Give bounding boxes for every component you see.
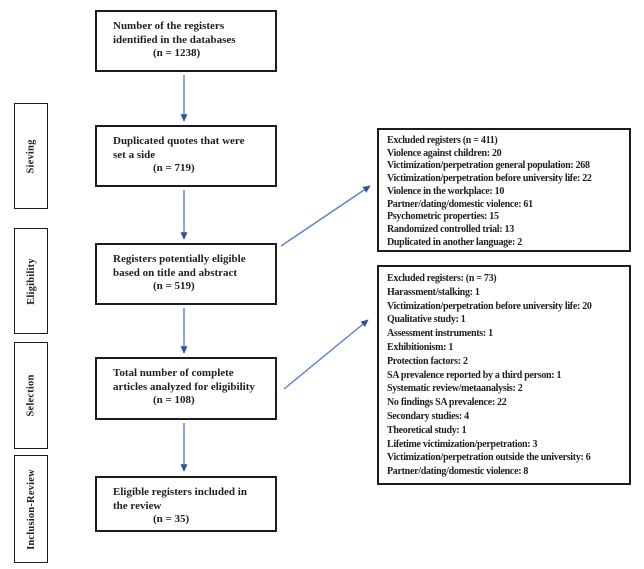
stage-label-sieving: Sieving bbox=[25, 138, 37, 174]
arrow-to-excluded-73 bbox=[283, 319, 369, 390]
stage-label-inclusion-review: Inclusion-Review bbox=[25, 468, 37, 550]
exclusion-item: Victimization/perpetration outside the u… bbox=[387, 452, 591, 464]
excluded-box-73: Excluded registers: (n = 73) Harassment/… bbox=[377, 265, 631, 485]
exclusion-item: Randomized controlled trial: 13 bbox=[387, 223, 514, 235]
excluded-box-411: Excluded registers (n = 411) Violence ag… bbox=[377, 128, 631, 252]
flow-box-included-count: (n = 35) bbox=[153, 513, 190, 525]
stage-label-selection: Selection bbox=[25, 374, 37, 417]
flow-box-full-text-count: (n = 108) bbox=[153, 394, 195, 406]
exclusion-item: Partner/dating/domestic violence: 61 bbox=[387, 198, 533, 210]
exclusion-item: Partner/dating/domestic violence: 8 bbox=[387, 466, 529, 478]
exclusion-item: Theoretical study: 1 bbox=[387, 424, 467, 436]
stage-box-sieving: Sieving bbox=[14, 103, 48, 209]
exclusion-item: Assessment instruments: 1 bbox=[387, 328, 493, 340]
excluded-box-73-title: Excluded registers: (n = 73) bbox=[387, 273, 497, 284]
exclusion-item: Violence against children: 20 bbox=[387, 147, 502, 159]
exclusion-item: SA prevalence reported by a third person… bbox=[387, 369, 562, 381]
flow-box-identified-count: (n = 1238) bbox=[153, 47, 201, 59]
flow-box-included: Eligible registers included in the revie… bbox=[95, 476, 277, 532]
exclusion-item: Secondary studies: 4 bbox=[387, 410, 469, 422]
exclusion-item: Harassment/stalking: 1 bbox=[387, 286, 480, 298]
exclusion-item: Victimization/perpetration before univer… bbox=[387, 173, 592, 185]
flow-box-title-abstract-count: (n = 519) bbox=[153, 280, 195, 292]
flow-box-duplicates-text: Duplicated quotes that were set a side bbox=[113, 135, 245, 161]
exclusion-item: Duplicated in another language: 2 bbox=[387, 236, 522, 248]
exclusion-item: Exhibitionism: 1 bbox=[387, 341, 454, 353]
exclusion-item: Psychometric properties: 15 bbox=[387, 211, 499, 223]
excluded-box-411-title: Excluded registers (n = 411) bbox=[387, 135, 498, 146]
stage-box-eligibility: Eligibility bbox=[14, 228, 48, 334]
exclusion-item: No findings SA prevalence: 22 bbox=[387, 397, 507, 409]
exclusion-item: Violence in the workplace: 10 bbox=[387, 185, 505, 197]
flow-box-identified: Number of the registers identified in th… bbox=[95, 10, 277, 72]
exclusion-item: Systematic review/metaanalysis: 2 bbox=[387, 383, 523, 395]
stage-box-selection: Selection bbox=[14, 342, 48, 449]
flow-box-full-text-text: Total number of complete articles analyz… bbox=[113, 367, 255, 393]
exclusion-item: Victimization/perpetration before univer… bbox=[387, 300, 592, 312]
flow-box-title-abstract: Registers potentially eligible based on … bbox=[95, 243, 277, 305]
flow-box-title-abstract-text: Registers potentially eligible based on … bbox=[113, 253, 246, 279]
arrow-to-excluded-411 bbox=[280, 185, 371, 247]
exclusion-item: Protection factors: 2 bbox=[387, 355, 468, 367]
flow-box-duplicates-count: (n = 719) bbox=[153, 162, 195, 174]
exclusion-item: Lifetime victimization/perpetration: 3 bbox=[387, 438, 538, 450]
stage-label-eligibility: Eligibility bbox=[25, 257, 37, 305]
flow-box-identified-text: Number of the registers identified in th… bbox=[113, 20, 236, 46]
flow-box-full-text: Total number of complete articles analyz… bbox=[95, 357, 277, 420]
flow-box-included-text: Eligible registers included in the revie… bbox=[113, 486, 247, 512]
exclusion-item: Qualitative study: 1 bbox=[387, 314, 466, 326]
exclusion-item: Victimization/perpetration general popul… bbox=[387, 160, 590, 172]
flow-box-duplicates: Duplicated quotes that were set a side (… bbox=[95, 125, 277, 187]
stage-box-inclusion-review: Inclusion-Review bbox=[14, 455, 48, 563]
